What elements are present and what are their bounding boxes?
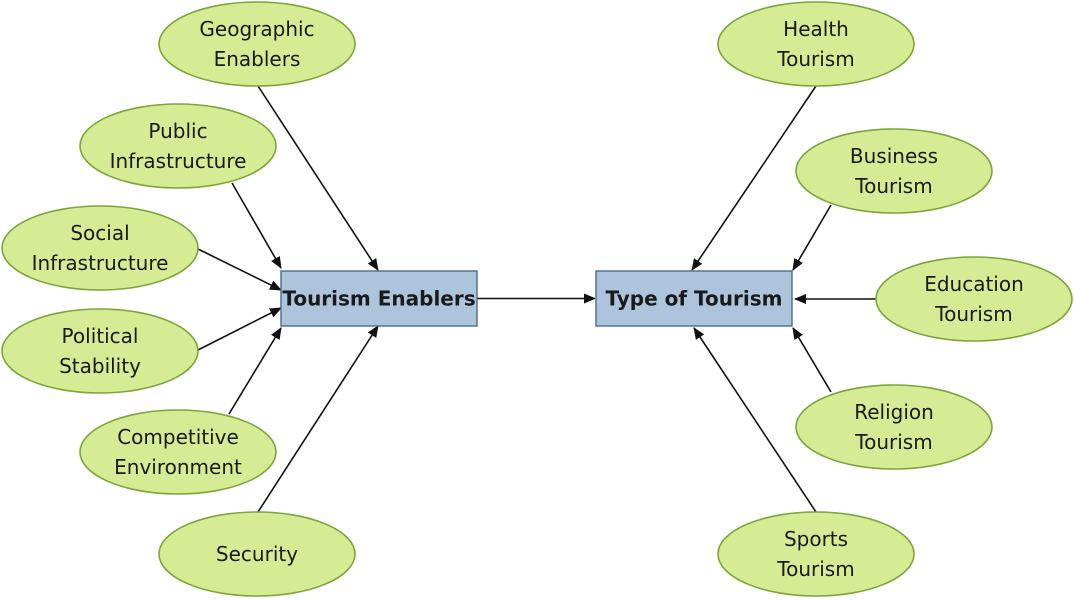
box-rect-type-of-tourism	[595, 270, 793, 327]
ellipse-geographic	[158, 1, 356, 87]
box-rect-tourism-enablers	[280, 270, 478, 327]
label-geographic-line-2: Enablers	[214, 47, 301, 71]
ellipse-political-stability	[1, 308, 199, 394]
label-competitive-environment-line-1: Competitive	[117, 425, 239, 449]
box-label-tourism-enablers: Tourism Enablers	[282, 287, 475, 311]
arrow-geographic-to-tourism-enablers	[257, 85, 379, 271]
ellipse-security	[158, 511, 356, 597]
ellipse-religion	[795, 384, 993, 470]
arrow-competitive-environment-to-tourism-enablers	[228, 327, 282, 415]
arrow-religion-to-type-of-tourism	[792, 327, 832, 393]
ellipse-competitive-environment	[79, 409, 277, 495]
label-security-line-1: Security	[216, 542, 298, 566]
label-business-line-2: Tourism	[854, 174, 932, 198]
ellipse-health	[717, 1, 915, 87]
label-social-infrastructure-line-2: Infrastructure	[32, 251, 169, 275]
label-social-infrastructure-line-1: Social	[70, 221, 129, 245]
ellipse-sports	[717, 511, 915, 597]
arrow-political-stability-to-tourism-enablers	[197, 307, 282, 351]
arrow-health-to-type-of-tourism	[691, 85, 817, 271]
label-health-line-1: Health	[783, 17, 849, 41]
label-education-line-2: Tourism	[934, 302, 1012, 326]
label-geographic-line-1: Geographic	[199, 17, 314, 41]
label-health-line-2: Tourism	[776, 47, 854, 71]
ellipse-education	[875, 256, 1073, 342]
arrow-public-infrastructure-to-tourism-enablers	[231, 182, 282, 269]
label-political-stability-line-2: Stability	[59, 354, 141, 378]
box-type-of-tourism: Type of Tourism	[595, 270, 793, 327]
arrow-business-to-type-of-tourism	[792, 204, 832, 271]
label-public-infrastructure-line-2: Infrastructure	[110, 149, 247, 173]
arrow-sports-to-type-of-tourism	[693, 327, 817, 513]
label-religion-line-2: Tourism	[854, 430, 932, 454]
label-business-line-1: Business	[850, 144, 938, 168]
ellipse-public-infrastructure	[79, 103, 277, 189]
label-religion-line-1: Religion	[854, 400, 934, 424]
node-security: Security	[158, 511, 356, 597]
label-sports-line-2: Tourism	[776, 557, 854, 581]
arrow-social-infrastructure-to-tourism-enablers	[197, 248, 282, 291]
ellipse-business	[795, 128, 993, 214]
box-label-type-of-tourism: Type of Tourism	[606, 287, 783, 311]
label-education-line-1: Education	[924, 272, 1024, 296]
label-sports-line-1: Sports	[784, 527, 848, 551]
label-public-infrastructure-line-1: Public	[148, 119, 207, 143]
ellipse-social-infrastructure	[1, 205, 199, 291]
label-competitive-environment-line-2: Environment	[114, 455, 242, 479]
label-political-stability-line-1: Political	[62, 324, 139, 348]
arrow-security-to-tourism-enablers	[257, 325, 379, 513]
box-tourism-enablers: Tourism Enablers	[280, 270, 478, 327]
